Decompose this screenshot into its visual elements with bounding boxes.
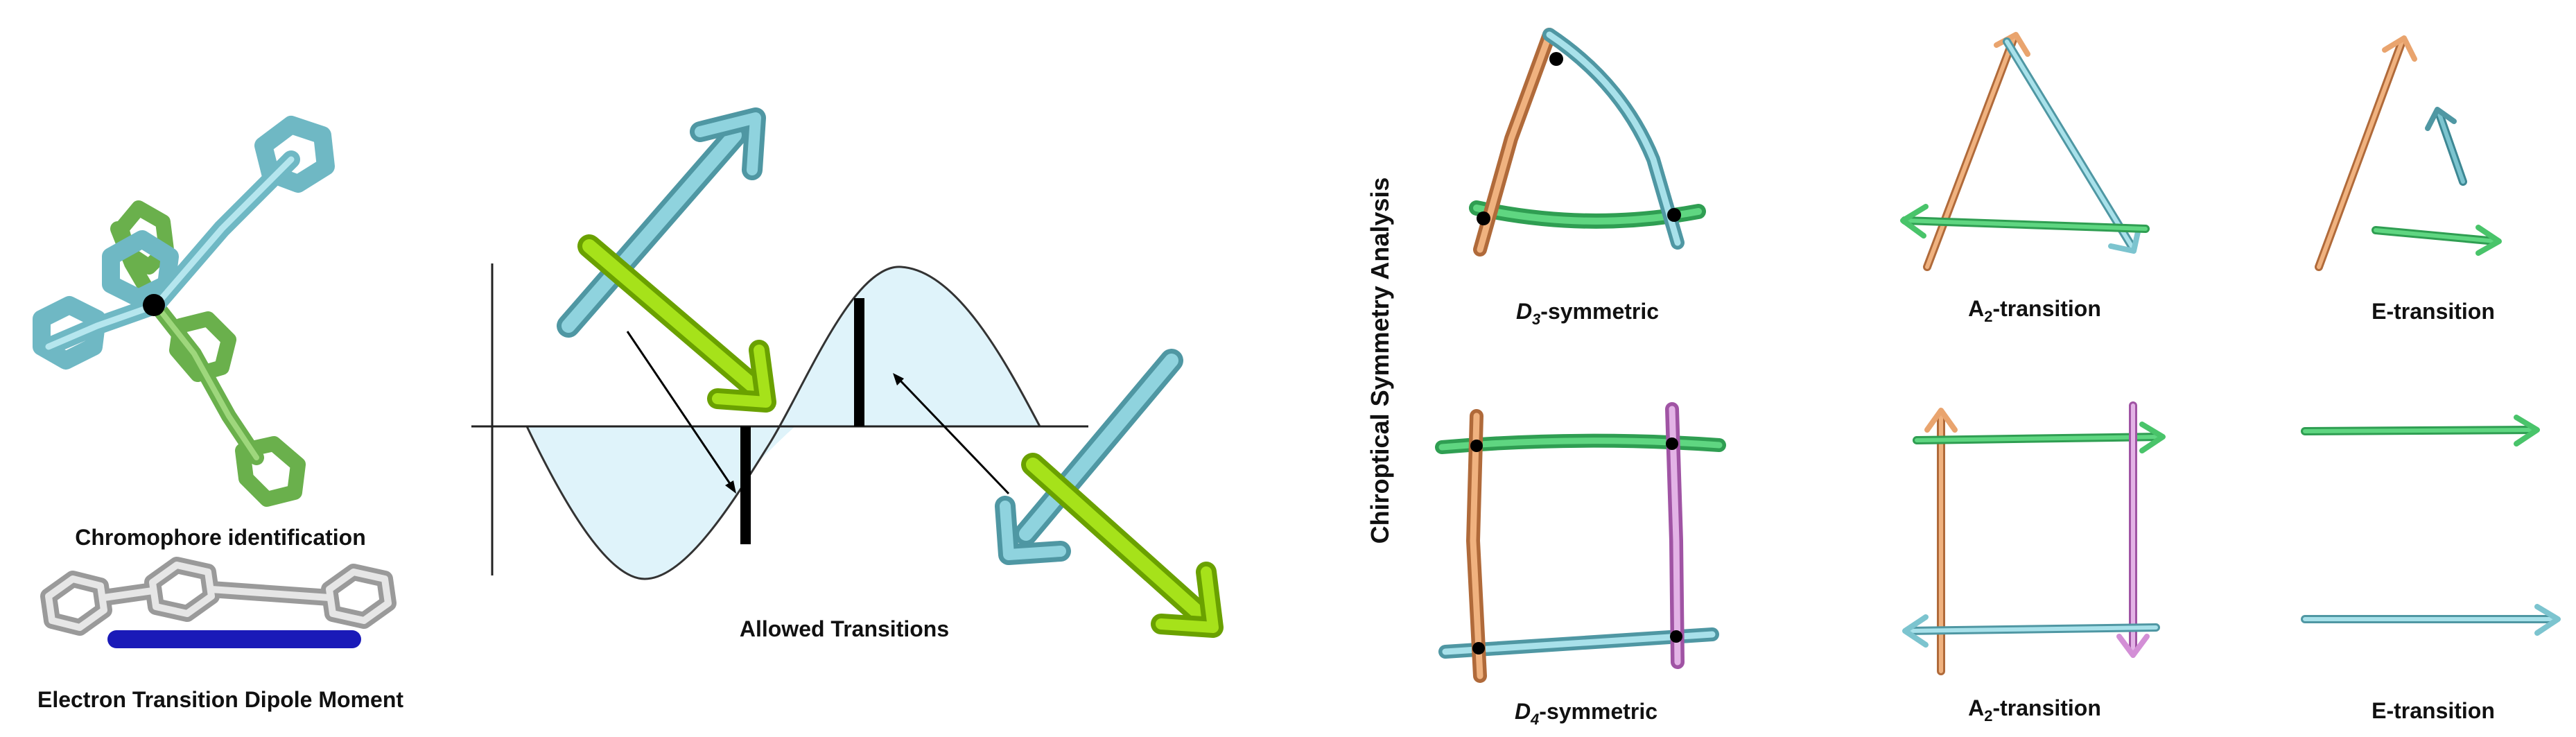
lime-dipole-arrow-2 — [1021, 453, 1224, 638]
d4-structure — [1435, 402, 1726, 683]
side-title: Chiroptical Symmetry Analysis — [1366, 177, 1394, 544]
allowed-transitions-label: Allowed Transitions — [740, 616, 949, 641]
dipole-label: Electron Transition Dipole Moment — [37, 687, 403, 712]
d3-structure — [1469, 28, 1706, 257]
transition-plot — [471, 107, 1224, 638]
a2-bottom-label: A2-transition — [1968, 695, 2101, 725]
e-bottom-arrows — [2301, 415, 2561, 636]
lime-dipole-arrow-1 — [577, 234, 776, 413]
cyan-dipole-arrow-1 — [557, 107, 766, 338]
negative-bar — [740, 426, 751, 544]
a2-top-arrows — [1900, 32, 2150, 271]
chromophore-molecule — [33, 116, 335, 507]
e-top-arrows — [2315, 35, 2502, 271]
a2-bottom-arrows — [1902, 401, 2166, 675]
chromophore-label: Chromophore identification — [75, 525, 366, 550]
d4-symmetric-label: D4-symmetric — [1515, 699, 1657, 728]
e-bottom-label: E-transition — [2372, 698, 2495, 723]
spectrum-curve — [525, 266, 1041, 580]
terphenyl-molecule — [40, 557, 397, 648]
d3-symmetric-label: D3-symmetric — [1516, 299, 1659, 328]
central-atom — [143, 294, 165, 316]
e-top-label: E-transition — [2372, 299, 2495, 324]
cyan-dipole-arrow-2 — [995, 349, 1183, 565]
positive-bar — [854, 298, 864, 426]
a2-top-label: A2-transition — [1968, 296, 2101, 325]
